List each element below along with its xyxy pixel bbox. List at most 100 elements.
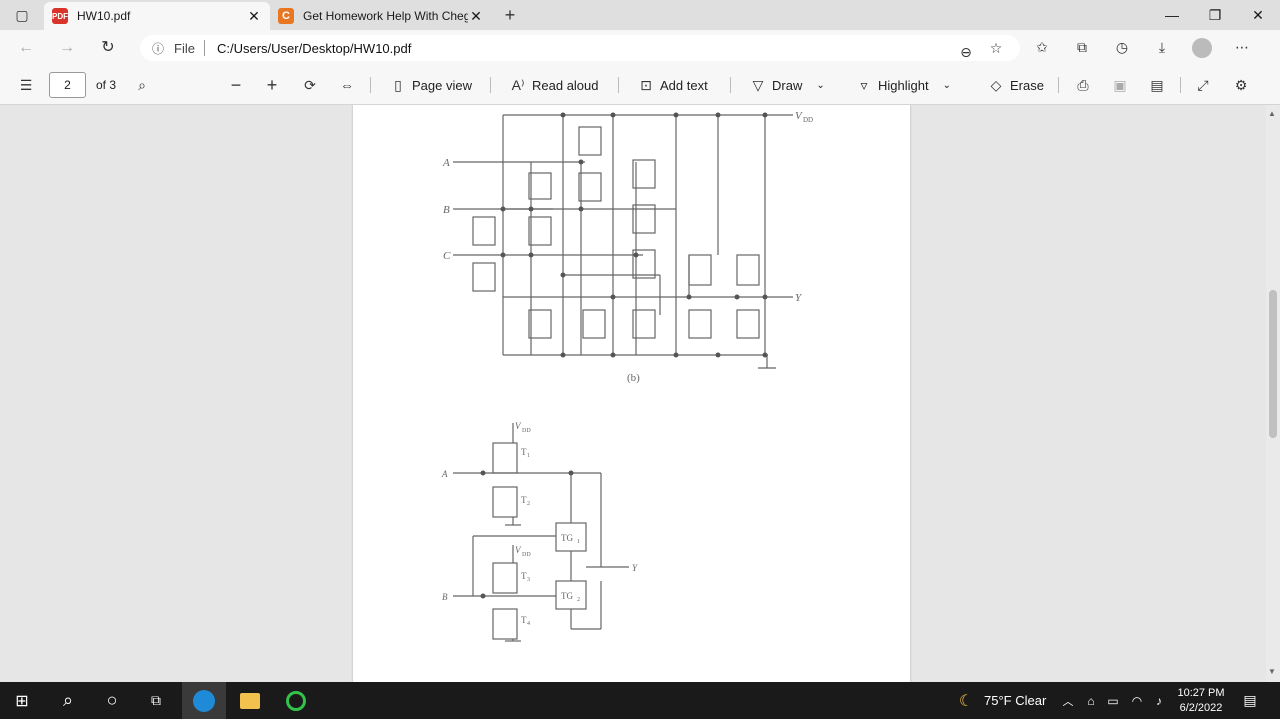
pdf-toolbar: ☰ 2 of 3 ⌕ − + ⟳ ⇔ ▯Page view A⁾Read alo…	[0, 65, 1280, 105]
erase-label: Erase	[1010, 77, 1044, 93]
chevron-down-icon[interactable]: ⌄	[816, 79, 825, 91]
vdd-subscript-3: DD	[522, 552, 531, 558]
url-scheme: File	[174, 41, 195, 56]
pdf-page: V DD A B C Y (b) V DD T 1 T 2 A V DD T 3…	[353, 105, 910, 682]
page-number-input[interactable]: 2	[49, 72, 86, 98]
fullscreen-icon[interactable]: ⤢	[1197, 76, 1209, 93]
zoom-out-icon[interactable]: −	[230, 74, 242, 95]
pdf-viewer: V DD A B C Y (b) V DD T 1 T 2 A V DD T 3…	[0, 105, 1280, 682]
vdd-label: V	[795, 110, 803, 122]
toolbar-divider	[618, 77, 619, 93]
save-icon[interactable]: ▣	[1113, 76, 1127, 93]
scroll-up-icon[interactable]: ▲	[1268, 109, 1276, 118]
add-text-icon: ⊡	[640, 76, 652, 93]
wifi-icon[interactable]: ◠	[1131, 693, 1143, 708]
weather-text[interactable]: 75°F Clear	[984, 693, 1047, 708]
minimize-icon[interactable]: —	[1165, 7, 1179, 23]
circuit-diagram: V DD A B C Y (b) V DD T 1 T 2 A V DD T 3…	[441, 110, 813, 642]
collections-icon[interactable]: ⧉	[1077, 39, 1087, 55]
scroll-down-icon[interactable]: ▼	[1268, 667, 1276, 676]
tg2-label: TG	[561, 591, 573, 601]
back-icon[interactable]: ←	[18, 39, 34, 56]
weather-moon-icon[interactable]: ☾	[958, 692, 974, 710]
history-icon[interactable]: ◷	[1115, 39, 1129, 55]
vdd-label-3: V	[515, 545, 522, 555]
print-icon[interactable]: ⎙	[1077, 76, 1089, 93]
windows-start-icon[interactable]: ⊞	[15, 692, 29, 710]
t3-subscript: 3	[527, 577, 530, 583]
tab-hw10[interactable]: PDF HW10.pdf ✕	[44, 2, 270, 30]
draw-button[interactable]: ▽ Draw ⌄	[744, 65, 825, 105]
erase-button[interactable]: ◇ Erase	[982, 65, 1044, 105]
zoom-in-icon[interactable]: +	[266, 74, 278, 95]
url-divider	[204, 40, 205, 56]
rotate-icon[interactable]: ⟳	[304, 76, 316, 93]
page-view-icon: ▯	[394, 76, 402, 93]
close-tab-icon[interactable]: ✕	[248, 7, 260, 24]
vdd-subscript: DD	[803, 116, 813, 124]
clock-date: 6/2/2022	[1179, 701, 1223, 714]
green-app-icon[interactable]	[274, 682, 318, 719]
t3-label: T	[521, 571, 527, 581]
contents-icon[interactable]: ☰	[19, 76, 33, 93]
url-field[interactable]: ⓘ File C:/Users/User/Desktop/HW10.pdf ⊖ …	[140, 35, 1020, 61]
eraser-icon: ◇	[990, 76, 1002, 93]
chevron-up-icon[interactable]: ︿	[1062, 695, 1074, 708]
highlight-button[interactable]: ▿ Highlight ⌄	[850, 65, 951, 105]
t1-subscript: 1	[527, 453, 530, 459]
profile-avatar[interactable]	[1188, 34, 1216, 62]
info-icon[interactable]: ⓘ	[152, 42, 165, 56]
fit-width-icon[interactable]: ⇔	[340, 77, 354, 93]
draw-label: Draw	[772, 77, 803, 93]
refresh-icon[interactable]: ↻	[101, 39, 115, 56]
t2-subscript: 2	[527, 501, 530, 507]
highlight-label: Highlight	[878, 77, 929, 93]
highlight-icon: ▿	[860, 76, 868, 93]
file-explorer-icon[interactable]	[228, 682, 272, 719]
tg1-label: TG	[561, 533, 573, 543]
volume-icon[interactable]: ♪	[1156, 693, 1162, 708]
page-view-button[interactable]: ▯Page view	[384, 65, 472, 105]
battery-icon[interactable]: ▭	[1107, 693, 1119, 708]
tab-actions-icon[interactable]: ▢	[15, 6, 29, 23]
close-window-icon[interactable]: ✕	[1252, 7, 1264, 23]
url-text[interactable]: C:/Users/User/Desktop/HW10.pdf	[217, 41, 412, 56]
chevron-down-icon[interactable]: ⌄	[942, 79, 951, 91]
t4-subscript: 4	[527, 621, 530, 627]
figure-caption: (b)	[627, 372, 640, 384]
clock[interactable]: 10:27 PM 6/2/2022	[1174, 682, 1228, 719]
edge-taskbar-icon[interactable]	[182, 682, 226, 719]
add-favorite-icon[interactable]: ☆	[989, 39, 1003, 56]
add-text-button[interactable]: ⊡Add text	[632, 65, 708, 105]
draw-icon: ▽	[752, 76, 764, 93]
toolbar-divider	[1058, 77, 1059, 93]
new-tab-icon[interactable]: +	[504, 4, 516, 25]
restore-icon[interactable]: ❐	[1208, 7, 1222, 23]
toolbar-divider	[490, 77, 491, 93]
search-icon[interactable]: ⌕	[62, 690, 74, 710]
vertical-scrollbar[interactable]: ▲ ▼	[1266, 105, 1280, 682]
downloads-icon[interactable]: ⤓	[1158, 39, 1166, 55]
forward-icon[interactable]: →	[59, 39, 75, 56]
toolbar-divider	[370, 77, 371, 93]
close-tab-icon[interactable]: ✕	[470, 7, 482, 24]
more-menu-icon[interactable]: ⋯	[1235, 39, 1249, 55]
task-view-icon[interactable]: ⧉	[151, 692, 161, 708]
input-a-label: A	[442, 157, 450, 169]
toolbar-divider	[1180, 77, 1181, 93]
zoom-icon[interactable]: ⊖	[960, 43, 972, 60]
favorites-icon[interactable]: ✩	[1036, 39, 1048, 55]
find-icon[interactable]: ⌕	[138, 76, 146, 93]
chegg-favicon-icon: C	[278, 8, 294, 24]
read-aloud-button[interactable]: A⁾Read aloud	[504, 65, 599, 105]
save-as-icon[interactable]: ▤	[1150, 76, 1164, 93]
meet-now-icon[interactable]: ⌂	[1087, 693, 1095, 708]
tab-chegg[interactable]: C Get Homework Help With Chegg ✕	[270, 2, 492, 30]
notifications-icon[interactable]: ▤	[1243, 692, 1257, 708]
input-b-label: B	[443, 204, 450, 216]
cortana-icon[interactable]: ○	[106, 690, 118, 710]
read-aloud-label: Read aloud	[532, 77, 599, 93]
input-a-label-2: A	[441, 469, 448, 479]
scrollbar-thumb[interactable]	[1269, 290, 1277, 438]
settings-gear-icon[interactable]: ⚙	[1234, 76, 1248, 93]
